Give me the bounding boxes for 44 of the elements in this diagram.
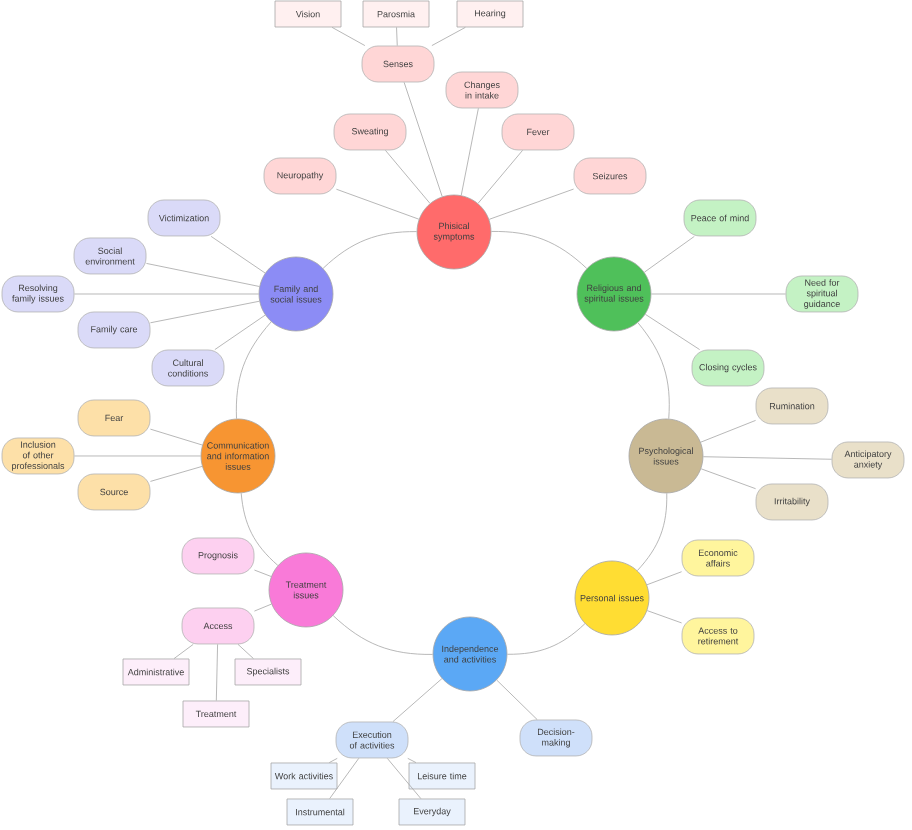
connector (396, 27, 398, 46)
connector (407, 757, 417, 763)
connector (322, 231, 417, 269)
connector (215, 643, 218, 701)
connector (150, 466, 203, 482)
connector (646, 610, 682, 624)
connector (477, 150, 523, 204)
connector (150, 300, 260, 324)
connector (328, 757, 338, 763)
connector (385, 150, 431, 204)
connector (392, 678, 443, 722)
connector (700, 420, 756, 443)
connector (637, 322, 670, 420)
connector (235, 321, 272, 419)
connector (637, 492, 668, 571)
connector (210, 236, 266, 274)
connector (644, 313, 701, 350)
connector (150, 428, 203, 446)
connector (703, 456, 832, 460)
connector (332, 615, 433, 655)
connector (173, 643, 194, 659)
connector (237, 643, 254, 659)
connector (386, 757, 422, 799)
connector (74, 455, 201, 457)
connector (336, 188, 420, 220)
connector (488, 188, 574, 220)
connector (329, 757, 360, 799)
connector (700, 468, 756, 490)
connector (507, 623, 586, 655)
connector (331, 27, 366, 46)
connector (403, 82, 443, 197)
connector (644, 236, 695, 273)
connector (646, 571, 682, 586)
connector (491, 231, 588, 269)
connector (74, 293, 259, 295)
connector (496, 679, 538, 720)
connector (254, 569, 272, 577)
connector (254, 603, 272, 612)
connector (460, 108, 479, 196)
connector (214, 314, 266, 350)
connector (431, 27, 466, 46)
connector (651, 293, 786, 295)
connector (146, 263, 260, 287)
connector (240, 492, 279, 566)
